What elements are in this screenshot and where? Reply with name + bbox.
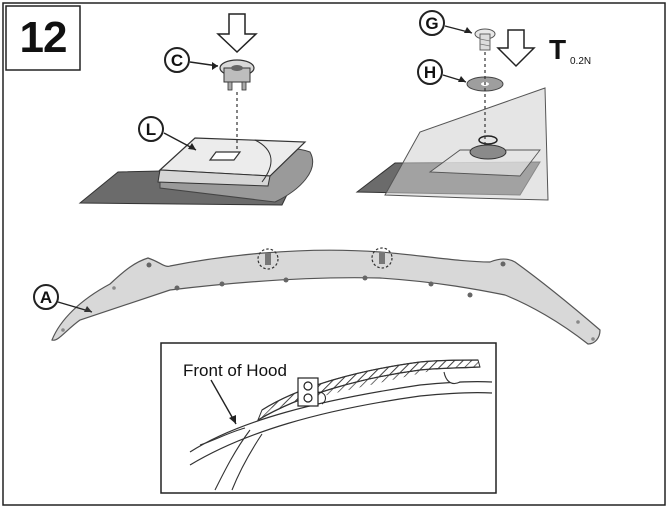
deflector-tab xyxy=(157,137,307,187)
callout-c xyxy=(164,47,219,73)
deflector-a xyxy=(51,247,601,345)
torque-symbol: T xyxy=(549,34,566,65)
callout-a xyxy=(33,284,93,313)
outer-frame xyxy=(2,2,666,506)
deflector-transparent xyxy=(384,87,549,201)
inset-hood-section xyxy=(189,359,493,491)
step-number-box xyxy=(5,5,81,71)
callout-h-label: H xyxy=(424,63,436,82)
insert-down-arrow-icon xyxy=(216,13,258,54)
callout-a-label: A xyxy=(40,288,52,307)
torque-value: 0.2N xyxy=(570,56,591,67)
inset-pointer-arrow-icon xyxy=(210,379,237,425)
screw xyxy=(474,28,496,51)
inset-label: Front of Hood xyxy=(183,361,287,380)
tighten-down-arrow-icon xyxy=(496,29,536,68)
callout-l xyxy=(138,116,197,151)
callout-g xyxy=(419,10,473,36)
step-number: 12 xyxy=(19,13,68,62)
clip-nut xyxy=(219,59,255,91)
callout-g-label: G xyxy=(425,14,438,33)
callout-l-label: L xyxy=(146,120,156,139)
callout-c-label: C xyxy=(171,51,183,70)
callout-h xyxy=(417,59,467,85)
